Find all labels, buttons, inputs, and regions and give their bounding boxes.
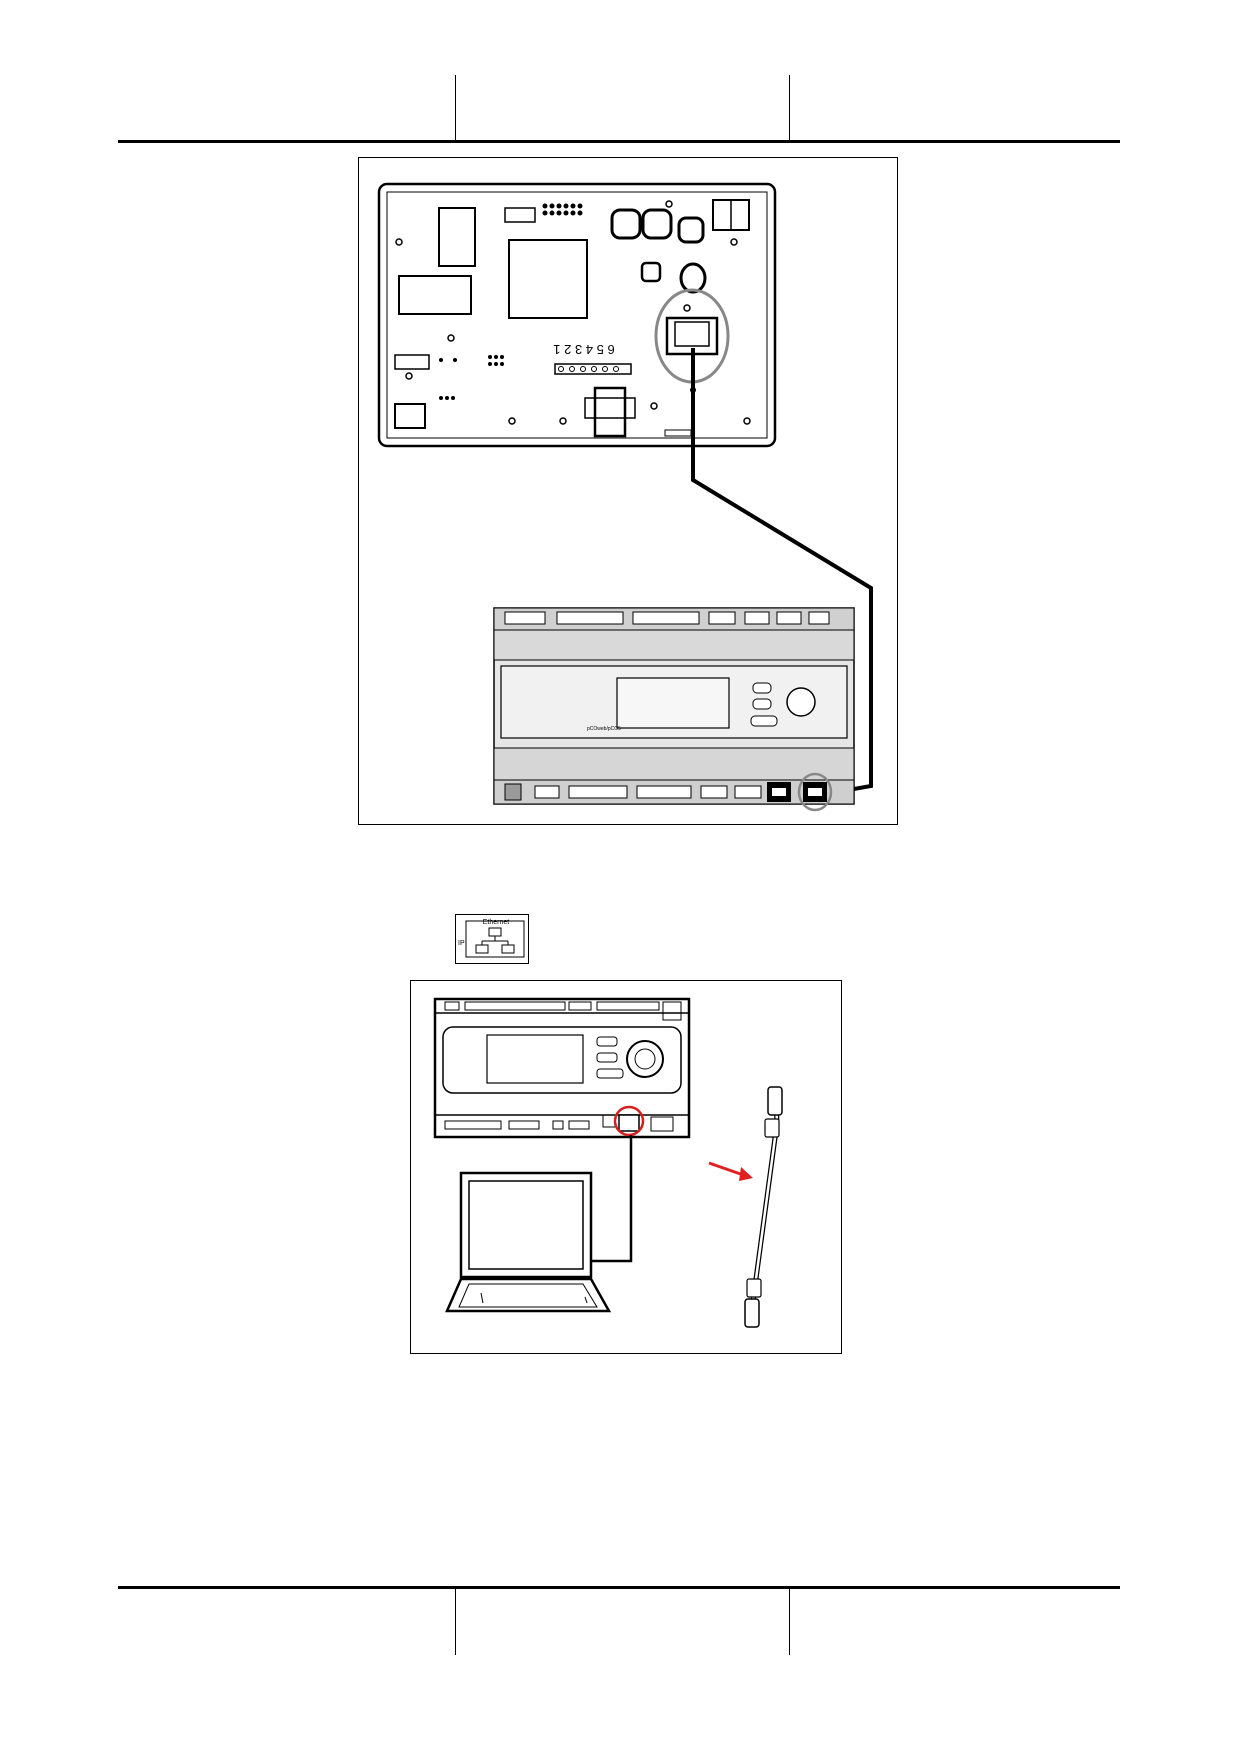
controller-unit: pCOweb/pCO5	[493, 607, 855, 812]
pin-numbers: 6 5 4 3 2 1	[553, 342, 614, 357]
transformer-component	[398, 275, 472, 315]
small-chip-component	[504, 207, 536, 223]
capacitor-4	[640, 261, 662, 283]
circuit-board	[377, 182, 777, 448]
capacitor-2	[641, 208, 673, 240]
ethernet-icon-side-label: IP	[458, 940, 465, 947]
footer-divider-right	[789, 1589, 790, 1655]
power-jack	[593, 386, 627, 438]
figure-board-to-controller: 6 5 4 3 2 1	[358, 157, 898, 825]
arrow-icon	[708, 1161, 753, 1181]
laptop-cable	[587, 1135, 633, 1263]
header-divider-right	[789, 75, 790, 140]
controller-port-highlight	[797, 772, 833, 812]
chip-component	[508, 239, 588, 319]
header-rule	[118, 140, 1120, 143]
pin-header-top	[542, 203, 583, 216]
capacitor-1	[610, 208, 642, 240]
connection-cable	[691, 348, 873, 794]
pin-header-left	[394, 354, 430, 370]
pin-strip	[554, 363, 632, 375]
ethernet-port-highlight	[613, 1105, 645, 1137]
wiring-diagram-1: 6 5 4 3 2 1	[377, 182, 873, 812]
footer-rule	[118, 1586, 1120, 1589]
relay-component	[438, 207, 476, 267]
terminal-block-left	[394, 403, 426, 429]
controller-display-2	[486, 1034, 584, 1084]
controller-display	[616, 677, 730, 729]
wiring-diagram-2	[433, 997, 783, 1328]
header-divider-left	[455, 75, 456, 140]
controller-ethernet-port	[618, 1114, 640, 1132]
ethernet-icon-box: Ethernet IP	[455, 914, 529, 964]
controller-brand: pCOweb/pCO5	[587, 726, 621, 732]
footer-divider-left	[455, 1589, 456, 1655]
ethernet-icon-label: Ethernet	[483, 919, 510, 926]
laptop-icon	[445, 1171, 612, 1313]
oval-component	[679, 262, 707, 294]
controller-unit-2	[433, 997, 691, 1139]
ethernet-patch-cable	[744, 1086, 783, 1328]
capacitor-3	[677, 216, 705, 244]
figure-laptop-connection	[410, 980, 842, 1354]
ethernet-network-icon: Ethernet IP	[458, 919, 525, 958]
controller-knob	[786, 687, 816, 717]
